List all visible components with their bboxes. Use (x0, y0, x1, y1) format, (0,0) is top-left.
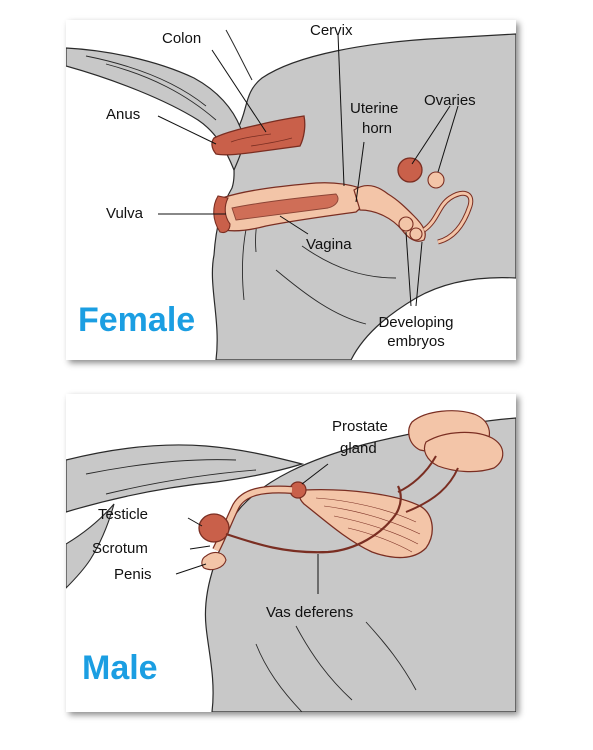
female-panel: Colon Cervix Anus Uterine horn Ovaries V… (66, 20, 516, 360)
leader-penis (175, 563, 207, 575)
tail-hair-line (105, 63, 217, 121)
embryo (398, 216, 414, 232)
label-vas-deferens: Vas deferens (266, 604, 354, 621)
label-developing-embryos-line2: embryos (387, 333, 445, 350)
bladder-texture (315, 497, 421, 553)
label-anus: Anus (106, 106, 141, 123)
leader-colon (211, 49, 267, 133)
colon-texture (230, 133, 293, 147)
colon (211, 115, 306, 156)
label-developing-embryos-line1: Developing (378, 314, 454, 331)
male-rump (66, 503, 115, 589)
label-cervix: Cervix (310, 22, 353, 39)
label-prostate-gland-line2: gland (340, 440, 377, 457)
penis (201, 551, 227, 571)
leader-prostate-gland (301, 463, 329, 485)
seminal-vesicle-lower (423, 431, 504, 473)
thigh-fur-line (275, 269, 367, 325)
testicle (198, 513, 230, 543)
male-panel: Prostate gland Testicle Scrotum Penis Va… (66, 394, 516, 712)
tail-hair-line (85, 55, 207, 107)
leader-ovaries-1 (411, 105, 451, 165)
leader-embryos-2 (415, 241, 423, 307)
label-uterine-horn-line2: horn (362, 120, 393, 137)
male-leader-lines (175, 463, 329, 594)
label-vagina: Vagina (306, 236, 352, 253)
leader-embryos-1 (405, 231, 412, 307)
vesicle-duct (397, 455, 437, 493)
ovary-left (397, 157, 423, 183)
prostate-gland (289, 481, 307, 499)
leader-cervix (337, 33, 345, 187)
leader-anus (157, 115, 217, 145)
leg-fur-line (255, 643, 303, 712)
female-illustration (66, 29, 516, 360)
thigh-fur-line (301, 245, 397, 279)
label-colon: Colon (162, 30, 202, 47)
leader-scrotum (189, 545, 211, 550)
label-prostate-gland-line1: Prostate (332, 418, 388, 435)
vagina-inner (231, 193, 339, 221)
tail-hair-line (105, 469, 257, 495)
leg-fur-line (295, 625, 353, 701)
leader-uterine-horn (355, 141, 365, 203)
vas-deferens (225, 485, 402, 554)
male-title: Male (82, 649, 158, 687)
leader-testicle (187, 517, 203, 527)
label-uterine-horn-line1: Uterine (350, 100, 399, 117)
label-penis: Penis (114, 566, 152, 583)
male-illustration (66, 410, 516, 712)
tail-hair-line (85, 459, 237, 475)
female-title: Female (78, 301, 196, 339)
leg-fur-line (365, 621, 417, 691)
female-leader-lines (157, 33, 459, 307)
vesicle-duct (405, 467, 459, 513)
embryo (409, 227, 423, 241)
leader-vagina (279, 215, 309, 235)
back-fur-line (225, 29, 253, 81)
ovary-right (427, 171, 445, 189)
leader-ovaries-2 (437, 105, 459, 173)
oviduct-loop-fill (423, 191, 473, 244)
label-testicle: Testicle (98, 506, 149, 523)
label-scrotum: Scrotum (92, 540, 148, 557)
label-ovaries: Ovaries (424, 92, 476, 109)
label-vulva: Vulva (106, 205, 143, 222)
